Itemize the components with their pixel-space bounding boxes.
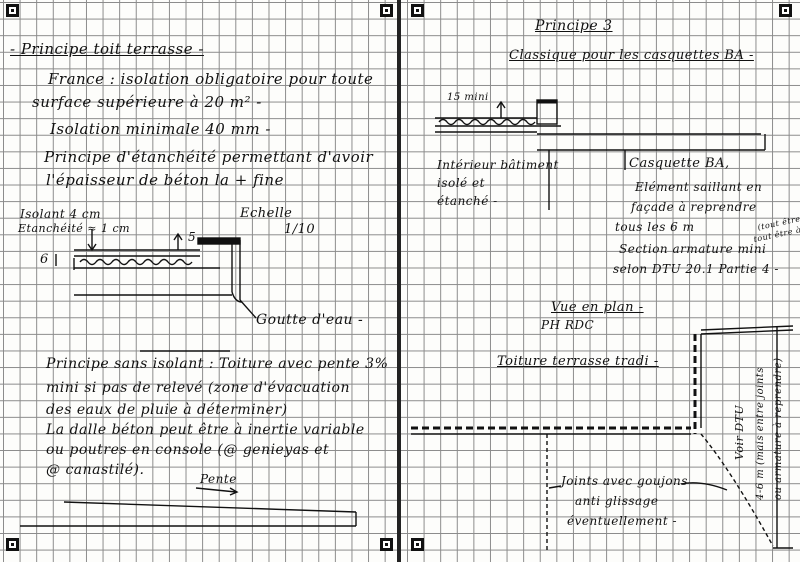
casquette-label: Casquette BA,: [629, 156, 730, 171]
casquette-label: Elément saillant en: [635, 180, 763, 194]
right-sketch: [411, 99, 794, 552]
registration-mark-icon: [411, 4, 424, 17]
joints-label: Joints avec goujons: [561, 474, 688, 488]
casquette-label: Section armature mini: [619, 242, 767, 256]
text-line: Principe sans isolant : Toiture avec pen…: [46, 356, 389, 372]
interior-label: isolé et: [437, 176, 485, 190]
echelle-label: Echelle: [240, 206, 293, 221]
vue-en-plan-label: Vue en plan -: [551, 300, 644, 315]
registration-mark-icon: [6, 538, 19, 551]
text-line: des eaux de pluie à déterminer): [46, 402, 288, 418]
joints-label: éventuellement -: [567, 514, 678, 528]
goutte-label: Goutte d'eau -: [256, 312, 364, 328]
registration-mark-icon: [411, 538, 424, 551]
casquette-label: tous les 6 m: [615, 220, 695, 234]
text-line: France : isolation obligatoire pour tout…: [48, 70, 374, 88]
dimension-label: 15 mini: [447, 92, 489, 103]
ph-rdc-label: PH RDC: [541, 318, 595, 332]
text-line: Principe d'étanchéité permettant d'avoir: [44, 148, 374, 166]
left-notebook-page: - Principe toit terrasse - France : isol…: [0, 0, 397, 562]
pente-label: Pente: [200, 472, 237, 486]
text-line: Isolation minimale 40 mm -: [50, 120, 271, 138]
registration-mark-icon: [380, 538, 393, 551]
echelle-ratio: 1/10: [284, 222, 316, 237]
casquette-label: façade à reprendre: [631, 200, 757, 214]
left-sketch: [20, 229, 357, 527]
etancheite-label: Etanchéité ≈ 1 cm: [18, 222, 131, 235]
isolant-label: Isolant 4 cm: [20, 207, 102, 221]
text-line: ou poutres en console (@ genieyas et: [46, 442, 330, 458]
text-line: l'épaisseur de béton la + fine: [46, 171, 284, 189]
registration-mark-icon: [779, 4, 792, 17]
toiture-label: Toiture terrasse tradi -: [497, 354, 659, 369]
casquette-label: selon DTU 20.1 Partie 4 -: [613, 262, 779, 276]
registration-mark-icon: [6, 4, 19, 17]
page-subtitle: Classique pour les casquettes BA -: [509, 48, 754, 63]
dimension-label: 6: [40, 252, 49, 267]
interior-label: Intérieur bâtiment: [437, 158, 559, 172]
right-notebook-page: Principe 3 Classique pour les casquettes…: [401, 0, 800, 562]
joints-label: anti glissage: [575, 494, 659, 508]
registration-mark-icon: [380, 4, 393, 17]
text-line: @ canastilé).: [46, 462, 145, 478]
dimension-label: 5: [188, 230, 197, 244]
page-gutter: [397, 0, 401, 562]
text-line: surface supérieure à 20 m² -: [32, 93, 262, 111]
page-title: - Principe toit terrasse -: [10, 40, 204, 58]
interior-label: étanché -: [437, 194, 498, 208]
text-line: mini si pas de relevé (zone d'évacuation: [46, 380, 350, 396]
page-title: Principe 3: [535, 18, 613, 34]
text-line: La dalle béton peut être à inertie varia…: [46, 422, 365, 438]
